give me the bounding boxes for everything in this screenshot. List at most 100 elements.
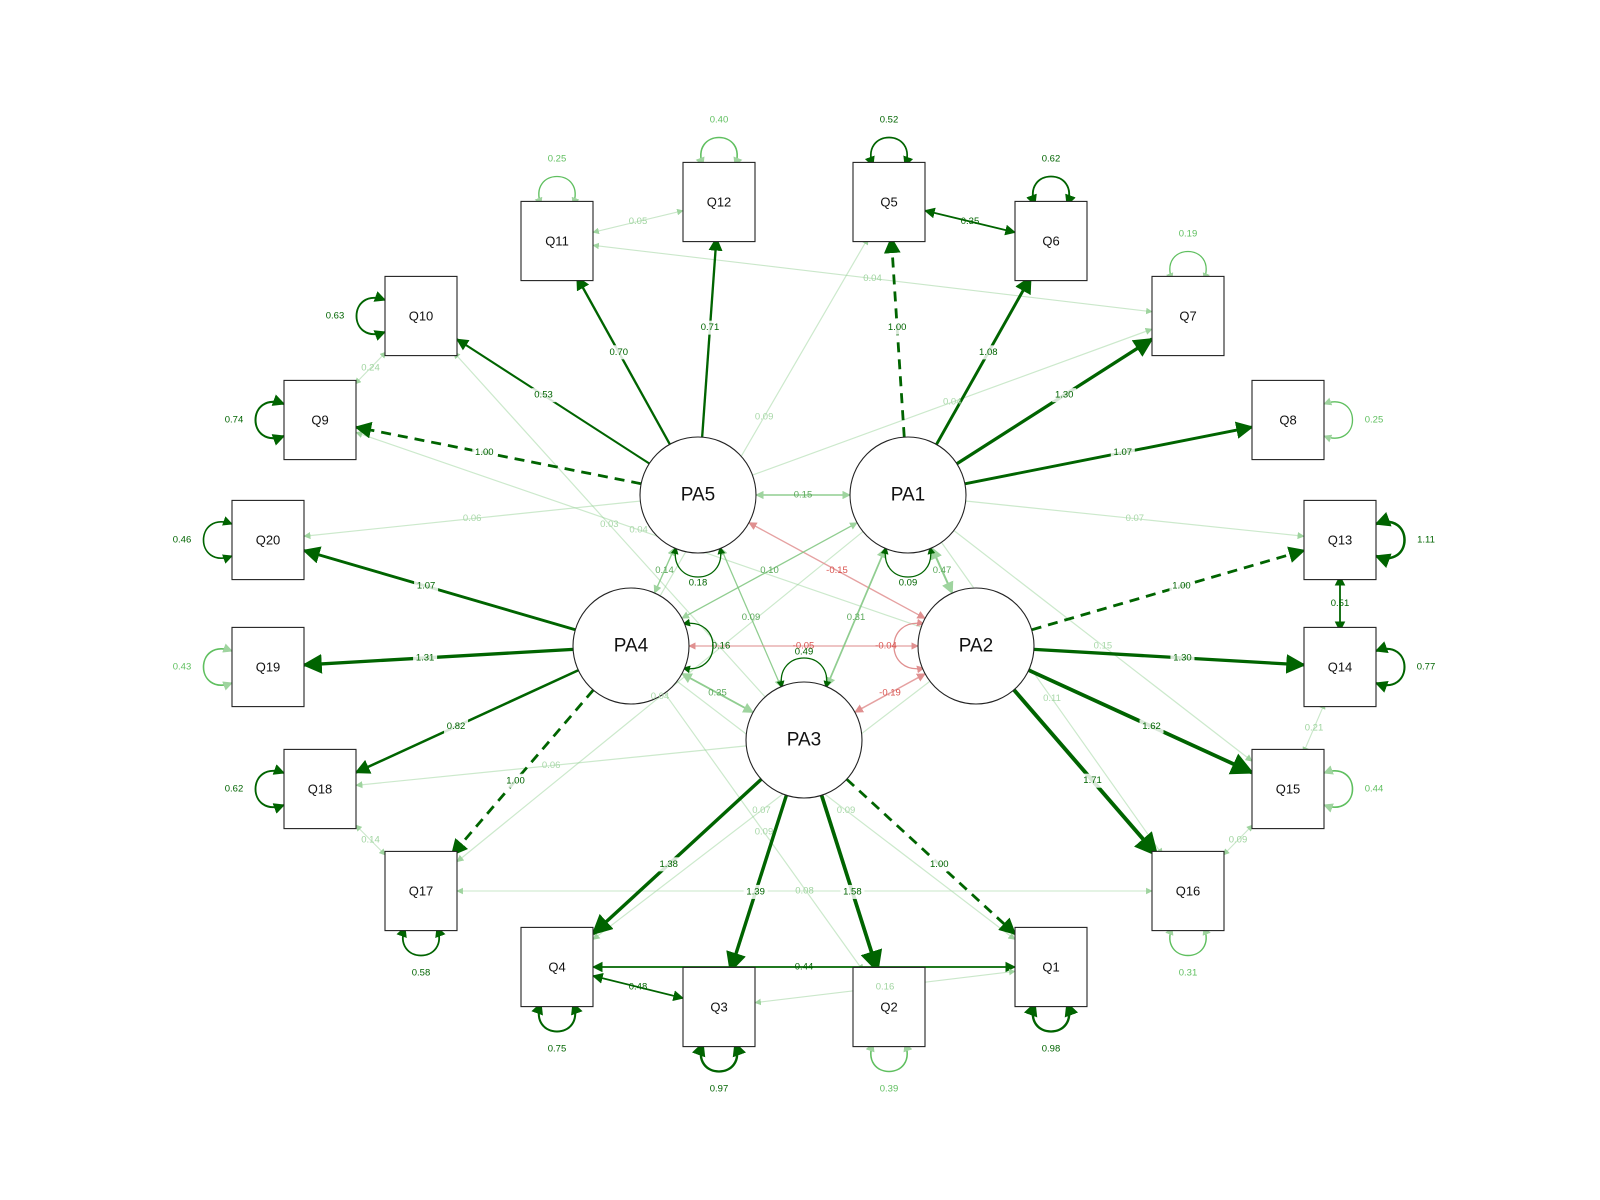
loading-label-bg — [1170, 650, 1195, 665]
manifest-box — [283, 748, 357, 830]
loading-label-q13: 1.00 — [1172, 581, 1191, 592]
latent-circle — [917, 587, 1035, 705]
manifest-node-q6[interactable]: Q6 — [1014, 200, 1088, 282]
loading-pa1-q5 — [883, 236, 906, 438]
latent-node-pa3[interactable]: PA3 — [745, 681, 863, 799]
latent-label: PA5 — [681, 485, 716, 506]
manifest-node-q8[interactable]: Q8 — [1251, 379, 1325, 461]
manifest-node-q3[interactable]: Q3 — [682, 966, 756, 1048]
manifest-box — [682, 966, 756, 1048]
manifest-node-q11[interactable]: Q11 — [520, 200, 594, 282]
manifest-box — [682, 161, 756, 243]
manifest-node-q10[interactable]: Q10 — [384, 275, 458, 357]
manifest-label: Q5 — [880, 195, 897, 210]
manifest-label: Q6 — [1042, 234, 1059, 249]
manifest-label: Q16 — [1176, 884, 1201, 899]
manifest-label: Q7 — [1179, 309, 1196, 324]
loading-label-bg — [472, 445, 497, 460]
manifest-box — [852, 161, 926, 243]
cross-loading-label: 0.04 — [943, 397, 962, 408]
manifest-node-q7[interactable]: Q7 — [1151, 275, 1225, 357]
factor-cov-label: -0.15 — [826, 565, 848, 576]
manifest-node-q2[interactable]: Q2 — [852, 966, 926, 1048]
manifest-node-q4[interactable]: Q4 — [520, 926, 594, 1008]
manifest-node-q12[interactable]: Q12 — [682, 161, 756, 243]
factor-var-loop-pa5 — [670, 546, 726, 578]
loading-label-bg — [413, 650, 438, 665]
loading-pa4-q20 — [302, 546, 576, 632]
residual-cov-q5-q6 — [923, 207, 1017, 236]
residual-var-label-q10: 0.63 — [326, 311, 345, 322]
factor-cov-label: 0.09 — [742, 612, 761, 623]
residual-var-loop-q18 — [254, 764, 286, 814]
loading-label-q6: 1.08 — [979, 347, 998, 358]
loading-pa2-q14 — [1033, 647, 1306, 674]
manifest-node-q14[interactable]: Q14 — [1303, 626, 1377, 708]
residual-cov-label: 0.35 — [961, 216, 980, 227]
latent-circle — [572, 587, 690, 705]
cross-loading-label: 0.15 — [1094, 640, 1113, 651]
latent-node-pa4[interactable]: PA4 — [572, 587, 690, 705]
residual-cov-q4-q3 — [591, 972, 685, 1002]
manifest-box — [231, 499, 305, 581]
manifest-node-q15[interactable]: Q15 — [1251, 748, 1325, 830]
latent-node-pa1[interactable]: PA1 — [849, 436, 967, 554]
latent-label: PA3 — [787, 730, 822, 751]
residual-var-label-q2: 0.39 — [880, 1084, 899, 1095]
cross-loading-label: 0.04 — [629, 524, 648, 535]
manifest-box — [1303, 626, 1377, 708]
residual-var-label-q6: 0.62 — [1042, 154, 1061, 165]
loading-pa2-q13 — [1031, 546, 1306, 632]
cross-loading-pa4-q1 — [676, 680, 1016, 940]
loading-pa4-q17 — [450, 689, 595, 857]
manifest-node-q19[interactable]: Q19 — [231, 626, 305, 708]
manifest-node-q5[interactable]: Q5 — [852, 161, 926, 243]
residual-var-loop-q19 — [202, 643, 233, 691]
residual-var-label-q7: 0.19 — [1179, 229, 1198, 240]
residual-var-label-q4: 0.75 — [548, 1044, 567, 1055]
latent-node-pa2[interactable]: PA2 — [917, 587, 1035, 705]
loading-label-q12: 0.71 — [701, 322, 720, 333]
loading-pa4-q19 — [302, 647, 574, 674]
manifest-label: Q9 — [311, 413, 328, 428]
manifest-label: Q11 — [545, 234, 569, 249]
manifest-node-q17[interactable]: Q17 — [384, 850, 458, 932]
manifest-box — [520, 926, 594, 1008]
residual-cov-label: 0.21 — [1305, 723, 1324, 734]
factor-cov-label: 0.47 — [933, 565, 952, 576]
residual-var-label-q14: 0.77 — [1417, 662, 1436, 673]
factor-var-label-pa3: 0.49 — [795, 647, 814, 658]
residual-cov-label: 0.48 — [629, 982, 648, 993]
residual-cov-label: 0.51 — [1331, 598, 1350, 609]
residual-var-loop-q10 — [355, 291, 387, 341]
latent-node-pa5[interactable]: PA5 — [639, 436, 757, 554]
cross-loading-pa1-q13 — [965, 500, 1305, 540]
factor-cov-label: 0.35 — [708, 688, 727, 699]
manifest-node-q9[interactable]: Q9 — [283, 379, 357, 461]
manifest-label: Q3 — [710, 1000, 727, 1015]
manifest-label: Q14 — [1328, 660, 1353, 675]
manifest-node-q13[interactable]: Q13 — [1303, 499, 1377, 581]
loading-label-q20: 1.07 — [417, 581, 436, 592]
factor-cov-pa4-pa3 — [681, 672, 754, 714]
latent-label: PA1 — [891, 485, 926, 506]
edge-labels-layer: 1.001.081.301.071.001.301.621.711.001.58… — [173, 115, 1436, 1095]
latent-label: PA4 — [614, 636, 649, 657]
cross-loading-label: 0.06 — [542, 760, 561, 771]
manifest-box — [1151, 275, 1225, 357]
cross-loading-label: 0.09 — [837, 805, 856, 816]
manifest-node-q16[interactable]: Q16 — [1151, 850, 1225, 932]
manifest-node-q20[interactable]: Q20 — [231, 499, 305, 581]
residual-var-label-q15: 0.44 — [1365, 784, 1384, 795]
manifest-box — [520, 200, 594, 282]
residual-cov-label: 0.16 — [876, 982, 895, 993]
residual-var-loop-q16 — [1165, 926, 1211, 957]
residual-var-label-q3: 0.97 — [710, 1084, 729, 1095]
manifest-node-q1[interactable]: Q1 — [1014, 926, 1088, 1008]
manifest-label: Q1 — [1042, 960, 1059, 975]
loading-label-q15: 1.62 — [1142, 721, 1161, 732]
manifest-node-q18[interactable]: Q18 — [283, 748, 357, 830]
latent-circle — [639, 436, 757, 554]
residual-var-loop-q9 — [254, 394, 286, 446]
loading-label-q2: 1.58 — [843, 886, 862, 897]
